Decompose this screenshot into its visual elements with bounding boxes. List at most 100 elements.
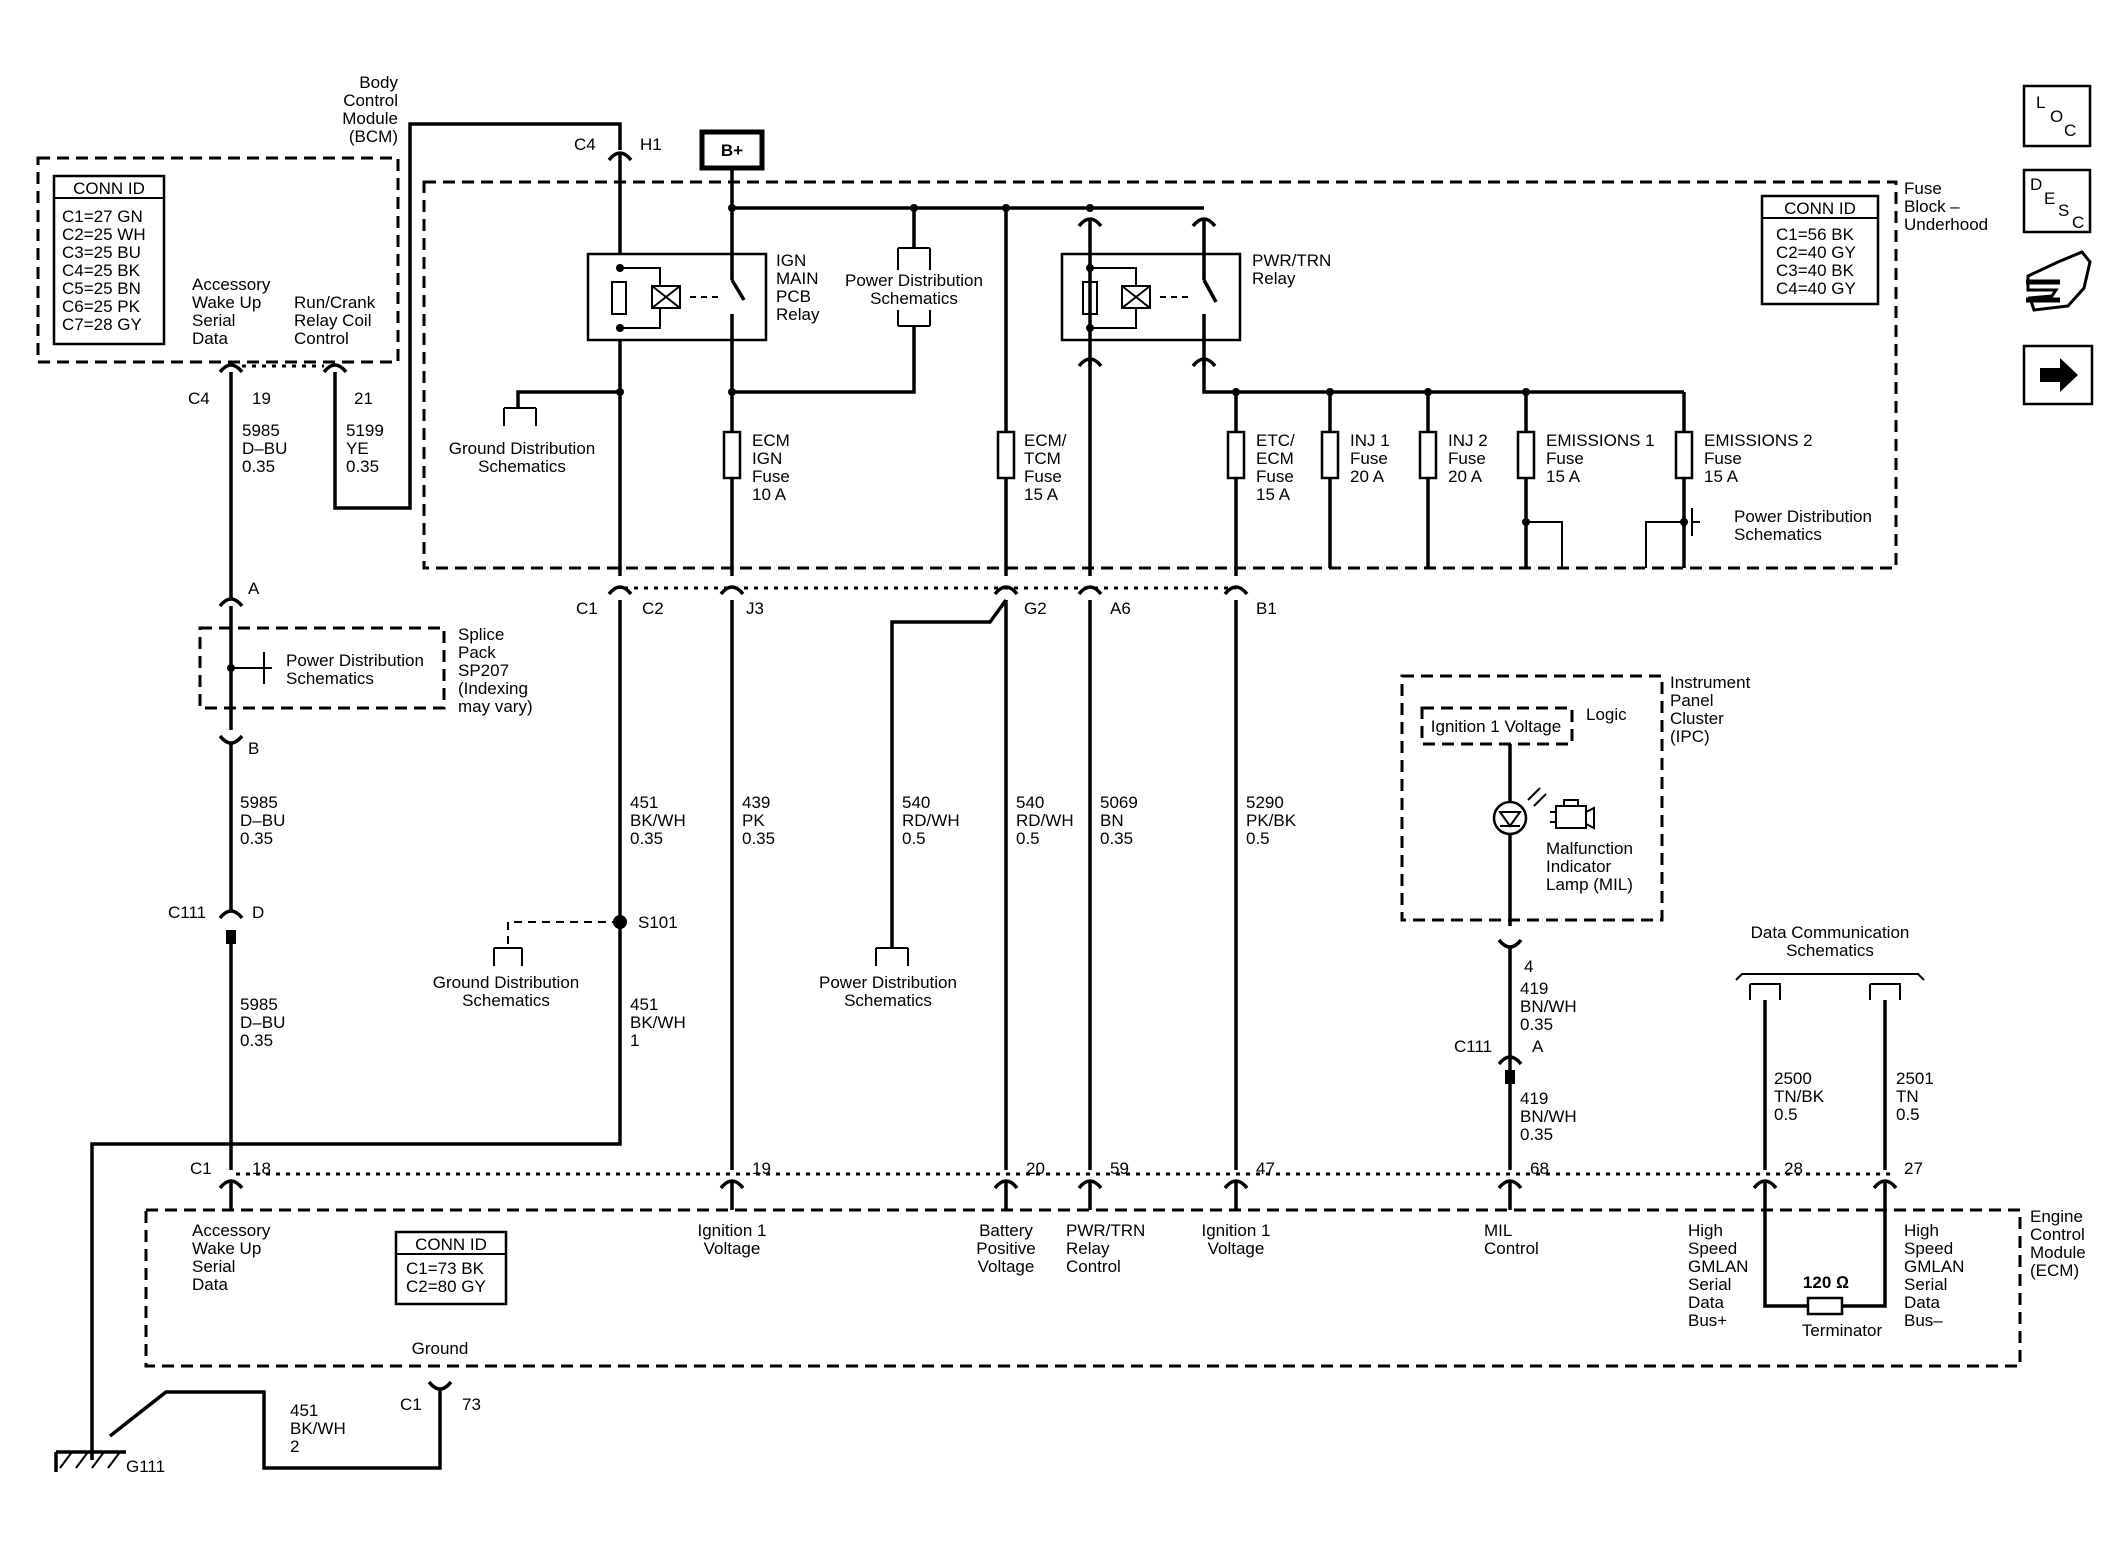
splice-pack-sp207: A Power Distribution Schematics B Splice… xyxy=(198,579,533,758)
next-arrow-button[interactable] xyxy=(2022,344,2094,406)
ecm-pin-label: Battery xyxy=(979,1221,1033,1240)
ipc-ign-voltage: Ignition 1 Voltage xyxy=(1431,717,1561,736)
gd-schematic-label: Schematics xyxy=(478,457,566,476)
splice-pd-label: Power Distribution xyxy=(286,651,424,670)
pd-schematic-label-3: Schematics xyxy=(844,991,932,1010)
wire-label: 451 xyxy=(630,995,658,1014)
splice-title: (Indexing xyxy=(458,679,528,698)
pd-schematic-label: Schematics xyxy=(870,289,958,308)
fuse-block-outline xyxy=(422,180,1898,570)
fuse-label: ETC/ xyxy=(1256,431,1295,450)
ecm-pin-label: GMLAN xyxy=(1688,1257,1748,1276)
wire-label: 0.35 xyxy=(1520,1125,1553,1144)
fuse-block-pin: G2 xyxy=(1024,599,1047,618)
fuse-label: 15 A xyxy=(1704,467,1739,486)
ecm-title: Module xyxy=(2030,1243,2086,1262)
loc-letter: L xyxy=(2036,93,2045,112)
fuse-label: EMISSIONS 1 xyxy=(1546,431,1655,450)
fuse-label: INJ 1 xyxy=(1350,431,1390,450)
wire-label: 5985 xyxy=(240,995,278,1014)
ecm-pin-label: Positive xyxy=(976,1239,1036,1258)
splice-pin-a: A xyxy=(248,579,260,598)
mil-lamp-icon xyxy=(1492,800,1528,836)
loc-letter: O xyxy=(2050,107,2063,126)
mil-label: Malfunction xyxy=(1546,839,1633,858)
ecm-pin-label: Accessory xyxy=(192,1221,271,1240)
fuse-label: 15 A xyxy=(1546,467,1581,486)
fuse-block-bottom-connector: C1 C2 J3 G2 A6 B1 xyxy=(576,585,1277,618)
connector-end-view-icon[interactable] xyxy=(2026,250,2092,312)
engine-control-module: C1 18 19 20 59 47 68 28 27 Engine Contro… xyxy=(144,1159,2086,1414)
ecm-pin: 59 xyxy=(1110,1159,1129,1178)
fuse-block-title: Block – xyxy=(1904,197,1960,216)
wire-label: BN/WH xyxy=(1520,997,1577,1016)
wire-label: 0.35 xyxy=(1100,829,1133,848)
bcm-title-1: Body xyxy=(359,73,398,92)
ecm-pin-label: Wake Up xyxy=(192,1239,261,1258)
fuse-label: ECM/ xyxy=(1024,431,1067,450)
gd-schematic-label-2: Ground Distribution xyxy=(433,973,579,992)
bcm-conn-id: C5=25 BN xyxy=(62,279,141,298)
desc-letter: C xyxy=(2072,213,2084,232)
ground-g111-icon xyxy=(54,1450,126,1472)
wire-5199-label: 5199 xyxy=(346,421,384,440)
bcm-conn-id-title: CONN ID xyxy=(73,179,145,198)
ecm-pin: 47 xyxy=(1256,1159,1275,1178)
desc-letter: D xyxy=(2030,175,2042,194)
ecm-pin-label: Data xyxy=(1688,1293,1724,1312)
ipc-logic-box xyxy=(1420,706,1574,746)
ecm-pin-label: Serial xyxy=(1904,1275,1947,1294)
s101-label: S101 xyxy=(638,913,678,932)
bcm-pin-label: Data xyxy=(192,329,228,348)
wire-label: 419 xyxy=(1520,979,1548,998)
bcm-outline xyxy=(36,156,400,364)
fuse-block-pin: C1 xyxy=(576,599,598,618)
bcm-title-4: (BCM) xyxy=(349,127,398,146)
fuse-label: Fuse xyxy=(1448,449,1486,468)
fuse-emissions-2 xyxy=(1674,430,1694,480)
splice-title: SP207 xyxy=(458,661,509,680)
wire-label: 451 xyxy=(290,1401,318,1420)
battery-positive-box xyxy=(699,129,765,171)
wire-label: TN/BK xyxy=(1774,1087,1825,1106)
ipc-title: (IPC) xyxy=(1670,727,1710,746)
ecm-pin-label: Serial xyxy=(192,1257,235,1276)
ecm-pin-label: Ignition 1 xyxy=(1202,1221,1271,1240)
wire-label: 540 xyxy=(1016,793,1044,812)
ecm-title: Control xyxy=(2030,1225,2085,1244)
fuse-block-conn-id: C4=40 GY xyxy=(1776,279,1856,298)
fuse-label: INJ 2 xyxy=(1448,431,1488,450)
ecm-pin-label: High xyxy=(1904,1221,1939,1240)
ecm-pin-label: Bus+ xyxy=(1688,1311,1727,1330)
fuse-label: Fuse xyxy=(1704,449,1742,468)
ign-main-relay xyxy=(586,252,768,342)
pd-schematic-label-3: Power Distribution xyxy=(819,973,957,992)
ipc-outline xyxy=(1400,674,1664,922)
ecm-pin-label: Voltage xyxy=(704,1239,761,1258)
fuse-label: IGN xyxy=(752,449,782,468)
engine-icon xyxy=(1550,799,1595,830)
bcm-conn-id: C2=25 WH xyxy=(62,225,146,244)
nav-loc-button[interactable]: L O C xyxy=(2022,84,2092,148)
c111-left-pin: D xyxy=(252,903,264,922)
bcm-title-2: Control xyxy=(343,91,398,110)
nav-desc-button[interactable]: D E S C xyxy=(2022,168,2092,234)
fuse-block-conn-id: C3=40 BK xyxy=(1776,261,1855,280)
bcm-pin-21: 21 xyxy=(354,389,373,408)
wire-label: 0.5 xyxy=(1016,829,1040,848)
arrow-right-icon xyxy=(2040,358,2078,392)
terminator-circuit xyxy=(1763,1182,1887,1308)
wire-label: 2 xyxy=(290,1437,299,1456)
fuse-block-pin: C2 xyxy=(642,599,664,618)
splice-title: Splice xyxy=(458,625,504,644)
fuse-emissions-1 xyxy=(1516,430,1536,480)
ign-relay-label: Relay xyxy=(776,305,820,324)
wire-label: BK/WH xyxy=(290,1419,346,1438)
bcm-conn-id: C7=28 GY xyxy=(62,315,142,334)
ecm-ground-connector: C1 xyxy=(400,1395,422,1414)
wire-label: BN/WH xyxy=(1520,1107,1577,1126)
wire-label: 5290 xyxy=(1246,793,1284,812)
wire-label: 0.5 xyxy=(1774,1105,1798,1124)
ipc-logic: Logic xyxy=(1586,705,1627,724)
bcm-module: Body Control Module (BCM) CONN ID C1=27 … xyxy=(36,73,400,408)
